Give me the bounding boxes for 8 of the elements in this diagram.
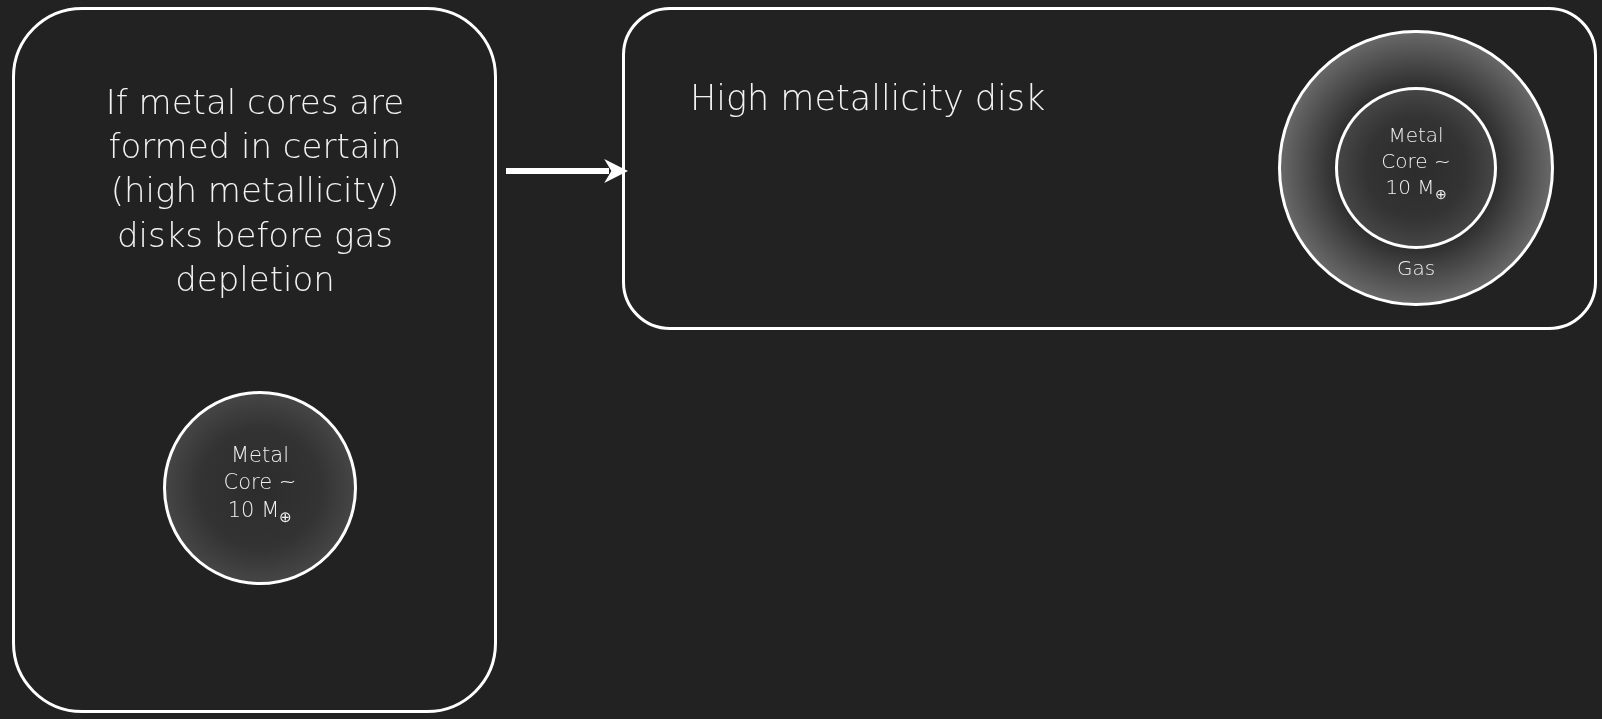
panel-heading: If metal cores are formed in certain (high metallicity) disks before gas depletion (104, 81, 406, 301)
condition-panel (12, 7, 497, 713)
disk-panel (622, 7, 1597, 330)
circle-label: Gas (1395, 255, 1437, 281)
arrow (506, 159, 629, 183)
panel-heading: High metallicity disk (690, 77, 1047, 120)
circle-label: Metal Core ~ 10 M$_{⊕}$ (1380, 122, 1452, 204)
circle-label: Metal Core ~ 10 M$_{⊕}$ (222, 442, 298, 526)
